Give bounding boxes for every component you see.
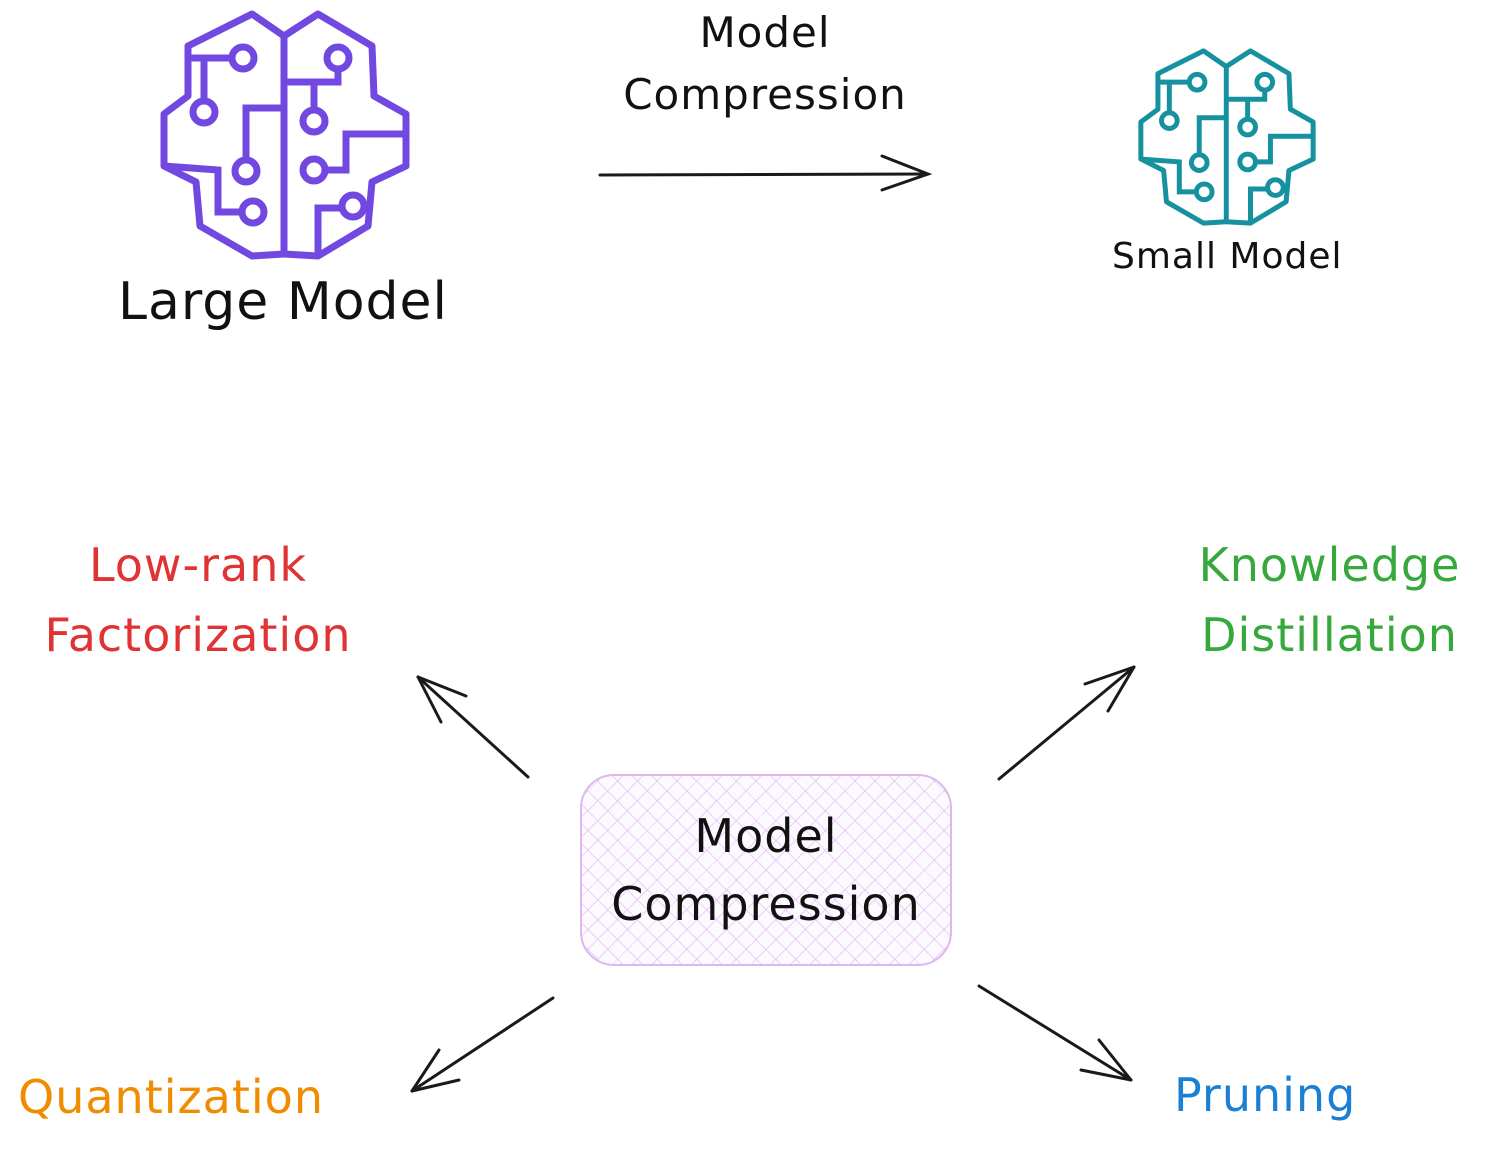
top-arrow-label-line1: Model (699, 8, 831, 57)
technique-low-rank-factorization: Low-rank Factorization (0, 530, 396, 670)
knowledge-line2: Distillation (1201, 608, 1458, 662)
low-rank-line2: Factorization (44, 608, 352, 662)
arrow-to-low-rank (416, 675, 530, 779)
model-compression-box: Model Compression (580, 774, 952, 966)
arrow-to-quantization (410, 996, 555, 1093)
knowledge-line1: Knowledge (1198, 538, 1461, 592)
technique-knowledge-distillation: Knowledge Distillation (1168, 530, 1491, 670)
top-arrow-label-line2: Compression (623, 70, 907, 119)
center-label-line2: Compression (611, 877, 921, 931)
arrow-icon (598, 154, 933, 192)
technique-quantization: Quantization (18, 1070, 324, 1124)
technique-pruning: Pruning (1174, 1068, 1357, 1122)
arrow-to-pruning (977, 984, 1133, 1082)
small-model-label: Small Model (1112, 236, 1343, 277)
center-label-line1: Model (694, 809, 838, 863)
large-model-label: Large Model (118, 272, 448, 332)
low-rank-line1: Low-rank (88, 538, 308, 592)
arrow-to-knowledge-distillation (997, 665, 1136, 781)
